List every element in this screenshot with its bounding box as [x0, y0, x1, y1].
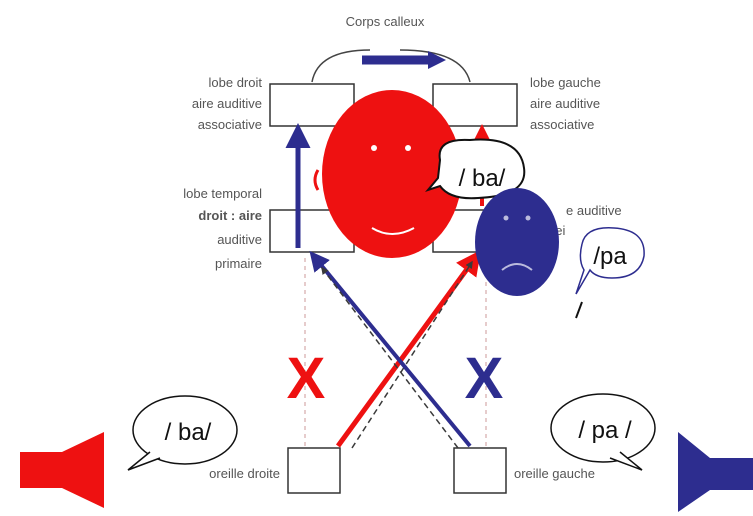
- label-lobe-droit: lobe droit aire auditive associative: [192, 75, 262, 132]
- svg-text:aire auditive: aire auditive: [192, 96, 262, 111]
- label-lobe-temporal-droit: lobe temporal droit : aire auditive prim…: [183, 186, 262, 271]
- svg-text:/pa: /pa: [593, 243, 627, 270]
- corps-calleux-arrowhead: [428, 51, 446, 69]
- right-speech-bubble: / pa /: [550, 393, 656, 471]
- svg-text:auditive: auditive: [217, 232, 262, 247]
- pathway-right-ear-to-left-hemisphere: [335, 249, 481, 448]
- x-mark-right: X: [465, 346, 504, 411]
- x-mark-left: X: [287, 346, 326, 411]
- label-oreille-gauche: oreille gauche: [514, 466, 595, 481]
- box-oreille-gauche: [453, 447, 507, 494]
- smiley-face-icon: [313, 90, 462, 258]
- box-oreille-droite: [287, 447, 341, 494]
- svg-text:primaire: primaire: [215, 256, 262, 271]
- svg-text:/ ba/: / ba/: [165, 419, 212, 446]
- pathway-dashed-1: [351, 260, 473, 449]
- svg-text:associative: associative: [530, 117, 594, 132]
- corps-calleux-label: Corps calleux: [346, 14, 425, 29]
- sad-face-speech-bubble: /pa: [575, 227, 645, 319]
- sad-face-icon: [475, 188, 559, 296]
- pathway-dashed-2: [321, 266, 459, 449]
- svg-text:lobe temporal: lobe temporal: [183, 186, 262, 201]
- left-speech-bubble: / ba/: [127, 395, 238, 471]
- svg-text:droit : aire: droit : aire: [198, 208, 262, 223]
- corps-calleux-arc-right: [399, 49, 471, 83]
- svg-text:lobe droit: lobe droit: [209, 75, 263, 90]
- box-lobe-gauche-associative: [432, 83, 518, 127]
- svg-text:aire auditive: aire auditive: [530, 96, 600, 111]
- svg-text:associative: associative: [198, 117, 262, 132]
- right-speaker-icon: [678, 432, 753, 512]
- left-speaker-icon: [20, 432, 104, 508]
- happy-face-speech-bubble: / ba/: [424, 138, 526, 200]
- label-oreille-droite: oreille droite: [209, 466, 280, 481]
- svg-text:/ ba/: / ba/: [459, 165, 506, 192]
- corps-calleux-arc-left: [311, 49, 371, 83]
- pathway-left-ear-to-right-hemisphere: [309, 250, 472, 448]
- svg-text:/ pa /: / pa /: [578, 417, 632, 444]
- label-lobe-gauche: lobe gauche aire auditive associative: [530, 75, 601, 132]
- svg-text:e auditive: e auditive: [566, 203, 622, 218]
- svg-text:lobe gauche: lobe gauche: [530, 75, 601, 90]
